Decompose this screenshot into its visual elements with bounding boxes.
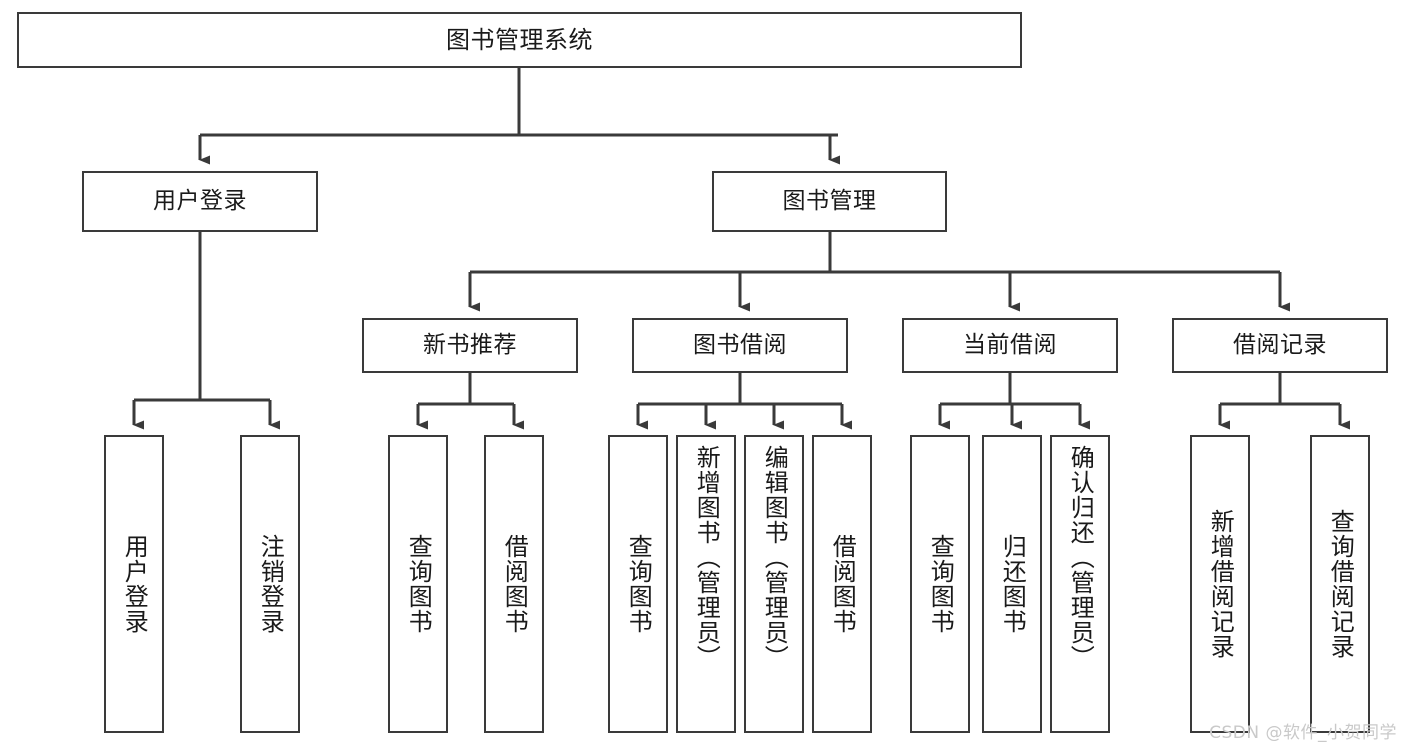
leaf-node-query-book-current[interactable]: 查询图书 bbox=[910, 435, 970, 733]
watermark-text: CSDN @软件_小贺同学 bbox=[1209, 723, 1397, 743]
leaf-label: 用户登录 bbox=[120, 534, 149, 634]
leaf-label: 查询图书 bbox=[926, 534, 955, 634]
node-book-management-label: 图书管理 bbox=[782, 187, 877, 214]
node-current-borrow[interactable]: 当前借阅 bbox=[902, 318, 1118, 373]
leaf-label: 查询借阅记录 bbox=[1326, 509, 1355, 659]
leaf-label: 新增图书（管理员） bbox=[692, 445, 721, 670]
leaf-node-add-book-admin[interactable]: 新增图书（管理员） bbox=[676, 435, 736, 733]
leaf-label: 编辑图书（管理员） bbox=[760, 445, 789, 670]
leaf-node-borrow-book[interactable]: 借阅图书 bbox=[812, 435, 872, 733]
node-borrow-record[interactable]: 借阅记录 bbox=[1172, 318, 1388, 373]
leaf-label: 新增借阅记录 bbox=[1206, 509, 1235, 659]
leaf-node-add-borrow-record[interactable]: 新增借阅记录 bbox=[1190, 435, 1250, 733]
leaf-label: 查询图书 bbox=[404, 534, 433, 634]
leaf-node-logout[interactable]: 注销登录 bbox=[240, 435, 300, 733]
node-new-book-recommend-label: 新书推荐 bbox=[423, 331, 517, 358]
leaf-label: 确认归还（管理员） bbox=[1066, 445, 1095, 670]
node-root-label: 图书管理系统 bbox=[446, 25, 593, 54]
node-book-borrow-label: 图书借阅 bbox=[693, 331, 787, 358]
leaf-label: 注销登录 bbox=[256, 534, 285, 634]
leaf-label: 查询图书 bbox=[624, 534, 653, 634]
node-new-book-recommend[interactable]: 新书推荐 bbox=[362, 318, 578, 373]
leaf-label: 借阅图书 bbox=[828, 534, 857, 634]
node-user-login[interactable]: 用户登录 bbox=[82, 171, 318, 232]
node-user-login-label: 用户登录 bbox=[153, 187, 247, 214]
node-current-borrow-label: 当前借阅 bbox=[963, 331, 1057, 358]
node-root-system[interactable]: 图书管理系统 bbox=[17, 12, 1022, 68]
leaf-node-query-borrow-record[interactable]: 查询借阅记录 bbox=[1310, 435, 1370, 733]
leaf-node-query-book-newbook[interactable]: 查询图书 bbox=[388, 435, 448, 733]
leaf-node-edit-book-admin[interactable]: 编辑图书（管理员） bbox=[744, 435, 804, 733]
leaf-node-confirm-return-admin[interactable]: 确认归还（管理员） bbox=[1050, 435, 1110, 733]
leaf-label: 归还图书 bbox=[998, 534, 1027, 634]
node-book-management[interactable]: 图书管理 bbox=[712, 171, 947, 232]
leaf-node-query-book-borrow[interactable]: 查询图书 bbox=[608, 435, 668, 733]
node-borrow-record-label: 借阅记录 bbox=[1233, 331, 1327, 358]
leaf-node-borrow-book-newbook[interactable]: 借阅图书 bbox=[484, 435, 544, 733]
leaf-label: 借阅图书 bbox=[500, 534, 529, 634]
leaf-node-user-login[interactable]: 用户登录 bbox=[104, 435, 164, 733]
leaf-node-return-book[interactable]: 归还图书 bbox=[982, 435, 1042, 733]
node-book-borrow[interactable]: 图书借阅 bbox=[632, 318, 848, 373]
